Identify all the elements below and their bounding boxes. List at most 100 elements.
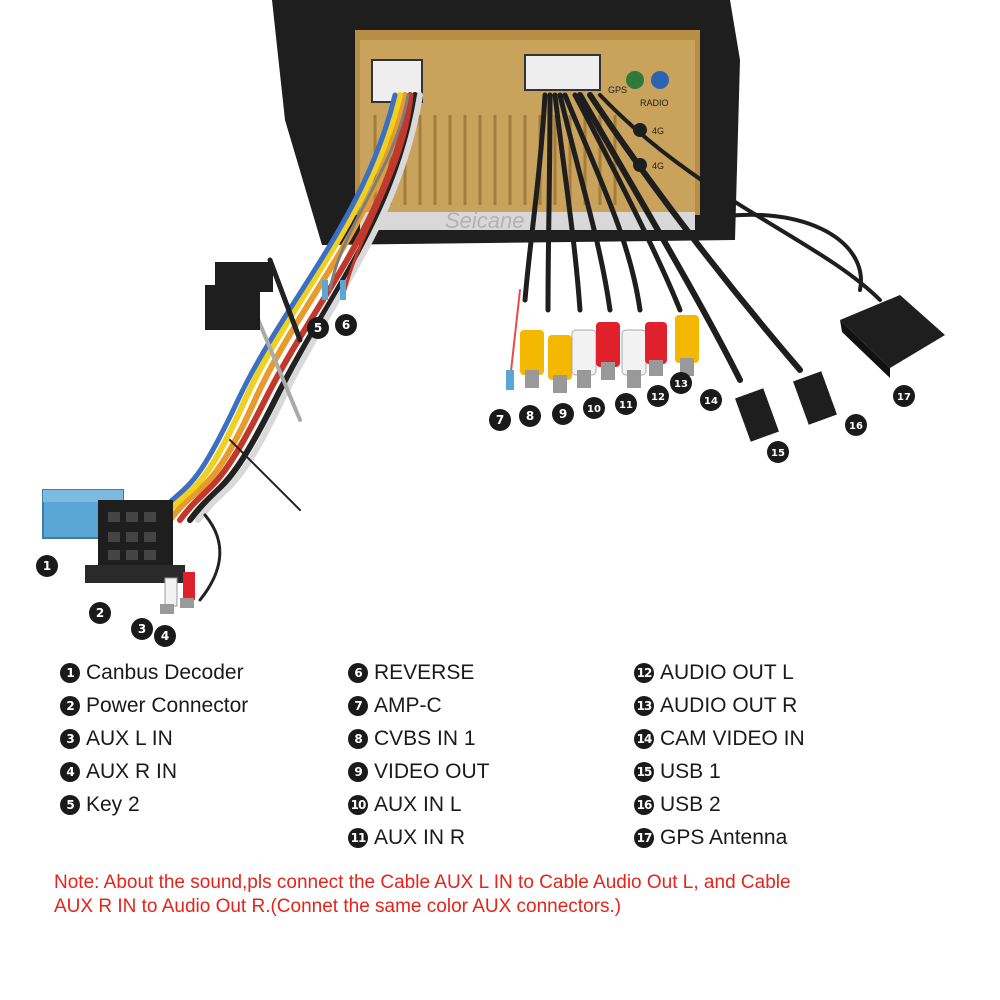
svg-text:2: 2	[96, 606, 104, 620]
legend-badge: 10	[348, 794, 368, 815]
callout-15: 15	[767, 441, 789, 463]
legend-item-1: 1 Canbus Decoder	[60, 656, 248, 689]
svg-text:5: 5	[314, 321, 322, 335]
usb-connectors	[735, 371, 837, 442]
legend-badge: 17	[634, 827, 654, 848]
note-line-2: AUX R IN to Audio Out R.(Connet the same…	[54, 896, 622, 917]
legend-item-3: 3 AUX L IN	[60, 722, 248, 755]
callout-17: 17	[893, 385, 915, 407]
legend-label: AUX IN L	[374, 792, 462, 816]
wiring-diagram: Seicane GPS RADIO 4G 4G	[36, 0, 945, 647]
svg-text:15: 15	[771, 448, 785, 459]
legend-label: CVBS IN 1	[374, 726, 476, 750]
port-label-radio: RADIO	[640, 98, 669, 108]
aux-in-rca	[160, 572, 195, 614]
gps-antenna	[840, 295, 945, 378]
note-line-1: Note: About the sound,pls connect the Ca…	[54, 872, 791, 893]
radio-port	[651, 71, 669, 89]
svg-text:12: 12	[651, 392, 665, 403]
callout-9: 9	[552, 403, 574, 425]
legend-label: AUX L IN	[86, 726, 173, 750]
svg-text:14: 14	[704, 396, 718, 407]
svg-text:17: 17	[897, 392, 911, 403]
port-label-4g-2: 4G	[652, 161, 664, 171]
svg-text:8: 8	[526, 409, 534, 423]
callout-1: 1	[36, 555, 58, 577]
legend-label: CAM VIDEO IN	[660, 726, 805, 750]
legend-label: AUDIO OUT R	[660, 693, 798, 717]
callout-5: 5	[307, 317, 329, 339]
power-connector	[85, 500, 185, 583]
brand-watermark: Seicane	[445, 208, 525, 233]
legend-badge: 15	[634, 761, 654, 782]
legend-badge: 5	[60, 794, 80, 815]
legend-item-13: 13 AUDIO OUT R	[634, 689, 805, 722]
legend-badge: 6	[348, 662, 368, 683]
legend-badge: 9	[348, 761, 368, 782]
svg-text:7: 7	[496, 413, 504, 427]
legend-badge: 13	[634, 695, 654, 716]
callout-3: 3	[131, 618, 153, 640]
callout-4: 4	[154, 625, 176, 647]
port-label-gps: GPS	[608, 85, 627, 95]
legend-badge: 7	[348, 695, 368, 716]
legend-label: AUX R IN	[86, 759, 178, 783]
legend-item-5: 5 Key 2	[60, 788, 248, 821]
callout-14: 14	[700, 389, 722, 411]
callout-2: 2	[89, 602, 111, 624]
callout-10: 10	[583, 397, 605, 419]
legend-item-6: 6 REVERSE	[348, 656, 490, 689]
legend-column-1: 1 Canbus Decoder 2 Power Connector 3 AUX L …	[60, 656, 248, 821]
callout-12: 12	[647, 385, 669, 407]
legend-column-3: 12 AUDIO OUT L 13 AUDIO OUT R 14 CAM VIDEO …	[634, 656, 805, 854]
legend-label: Power Connector	[86, 693, 249, 717]
callout-7: 7	[489, 409, 511, 431]
rca-plugs	[520, 315, 699, 393]
svg-text:9: 9	[559, 407, 567, 421]
svg-text:1: 1	[43, 559, 51, 573]
legend-badge: 12	[634, 662, 654, 683]
callout-16: 16	[845, 414, 867, 436]
legend-label: AUX IN R	[374, 825, 466, 849]
legend-label: AMP-C	[374, 693, 442, 717]
sound-connection-note: Note: About the sound,pls connect the Ca…	[54, 871, 954, 919]
callout-8: 8	[519, 405, 541, 427]
svg-text:10: 10	[587, 404, 601, 415]
legend-badge: 14	[634, 728, 654, 749]
callout-11: 11	[615, 393, 637, 415]
legend-label: VIDEO OUT	[374, 759, 490, 783]
diagram-callouts: 1 2 3 4 5 6 7 8 9 10 11 12 13 14 15 16 1…	[36, 314, 915, 647]
legend-label: Canbus Decoder	[86, 660, 244, 684]
legend-label: REVERSE	[374, 660, 475, 684]
legend-badge: 1	[60, 662, 80, 683]
callout-13: 13	[670, 372, 692, 394]
callout-6: 6	[335, 314, 357, 336]
legend-badge: 2	[60, 695, 80, 716]
legend-label: USB 1	[660, 759, 721, 783]
av-socket	[524, 54, 601, 91]
legend-badge: 16	[634, 794, 654, 815]
legend-item-2: 2 Power Connector	[60, 689, 248, 722]
legend-item-8: 8 CVBS IN 1	[348, 722, 490, 755]
svg-text:3: 3	[138, 622, 146, 636]
legend-badge: 3	[60, 728, 80, 749]
legend-item-14: 14 CAM VIDEO IN	[634, 722, 805, 755]
legend-item-4: 4 AUX R IN	[60, 755, 248, 788]
legend-label: AUDIO OUT L	[660, 660, 794, 684]
svg-text:6: 6	[342, 318, 350, 332]
port-label-4g-1: 4G	[652, 126, 664, 136]
legend-label: Key 2	[86, 792, 140, 816]
legend-badge: 4	[60, 761, 80, 782]
svg-text:11: 11	[619, 400, 633, 411]
gps-port	[626, 71, 644, 89]
svg-text:16: 16	[849, 421, 863, 432]
legend-column-2: 6 REVERSE 7 AMP-C 8 CVBS IN 1 9 VIDEO OUT 10…	[348, 656, 490, 854]
power-harness	[149, 92, 423, 602]
legend-badge: 8	[348, 728, 368, 749]
svg-text:13: 13	[674, 379, 688, 390]
legend-badge: 11	[348, 827, 368, 848]
svg-text:4: 4	[161, 629, 169, 643]
legend-item-10: 10 AUX IN L	[348, 788, 490, 821]
